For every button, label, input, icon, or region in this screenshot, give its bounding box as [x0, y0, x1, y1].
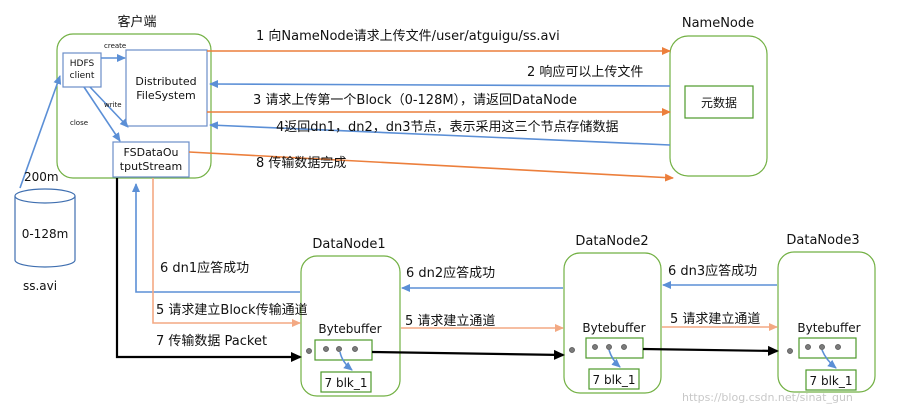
datanode3-block-box	[805, 369, 857, 391]
step6-dn3-label: 6 dn3应答成功	[668, 263, 757, 279]
step5-block-arrow	[152, 178, 301, 327]
step7-dn2-arrow	[371, 349, 565, 360]
file-upload-arrow	[19, 75, 62, 189]
hdfs-client-label-2: client	[70, 71, 95, 81]
step5-dn3-label: 5 请求建立通道	[670, 312, 760, 327]
create-label: create	[104, 42, 126, 50]
step7-dn3-arrow	[642, 345, 779, 356]
datanode2-buffer-label: Bytebuffer	[582, 321, 645, 335]
file-name: ss.avi	[23, 279, 57, 293]
step6-dn1-label: 6 dn1应答成功	[160, 260, 249, 276]
datanode1-title: DataNode1	[312, 237, 385, 252]
step2-label: 2 响应可以上传文件	[527, 64, 643, 80]
distributed-filesystem-box	[125, 49, 208, 127]
step1-label: 1 向NameNode请求上传文件/user/atguigu/ss.avi	[256, 28, 560, 44]
namenode-metadata-box	[684, 85, 754, 119]
step8-label: 8 传输数据完成	[256, 155, 346, 171]
close-arrow	[83, 86, 121, 142]
step4-arrow	[209, 121, 671, 146]
datanode2-title: DataNode2	[575, 234, 648, 249]
datanode2-block-label: 7 blk_1	[593, 373, 636, 387]
client-title: 客户端	[117, 14, 156, 30]
datanode1-block-box	[320, 371, 372, 393]
packet-dots	[306, 344, 841, 354]
dfs-label-2: FileSystem	[136, 89, 195, 102]
datanode3-title: DataNode3	[786, 233, 859, 248]
step4-label: 4返回dn1，dn2，dn3节点，表示采用这三个节点存储数据	[276, 119, 619, 135]
write-label: write	[104, 101, 122, 109]
step8-arrow	[188, 151, 674, 182]
fsdos-label-2: tputStream	[120, 160, 182, 173]
step2-arrow	[209, 80, 671, 89]
dfs-label-1: Distributed	[135, 75, 196, 88]
datanode1-buffer-label: Bytebuffer	[318, 322, 381, 336]
close-label: close	[70, 119, 88, 127]
step6-dn1-arrow	[132, 183, 300, 293]
datanode2-buffer-box	[585, 337, 644, 359]
datanode2-store-arrow	[608, 349, 621, 368]
file-block-label: 0-128m	[22, 227, 69, 241]
step7-label: 7 传输数据 Packet	[156, 333, 267, 349]
write-arrow	[89, 86, 129, 128]
step3-label: 3 请求上传第一个Block（0-128M），请返回DataNode	[253, 93, 577, 108]
step5-block-label: 5 请求建立Block传输通道	[156, 302, 308, 318]
datanode2-block-box	[588, 368, 640, 390]
datanode3-block-label: 7 blk_1	[810, 374, 853, 388]
hdfs-client-label-1: HDFS	[70, 59, 95, 69]
watermark: https://blog.csdn.net/sinat_gun	[682, 391, 853, 404]
fsdataoutputstream-box	[112, 141, 190, 178]
datanode3-buffer-box	[798, 337, 857, 359]
hdfs-client-box	[62, 52, 102, 88]
step7-packet-arrow	[115, 178, 302, 362]
step6-dn2-label: 6 dn2应答成功	[406, 265, 495, 281]
fsdos-label-1: FSDataOu	[123, 146, 178, 159]
namenode-title: NameNode	[682, 16, 754, 31]
file-cylinder	[14, 188, 76, 268]
datanode1-block-label: 7 blk_1	[325, 376, 368, 390]
datanode1-box	[300, 255, 401, 397]
datanode3-store-arrow	[821, 349, 837, 369]
file-size-label: 200m	[24, 170, 59, 184]
datanode1-store-arrow	[339, 351, 353, 371]
step5-dn2-label: 5 请求建立通道	[405, 314, 495, 329]
datanode3-buffer-label: Bytebuffer	[797, 321, 860, 335]
namenode-metadata-label: 元数据	[701, 95, 737, 110]
